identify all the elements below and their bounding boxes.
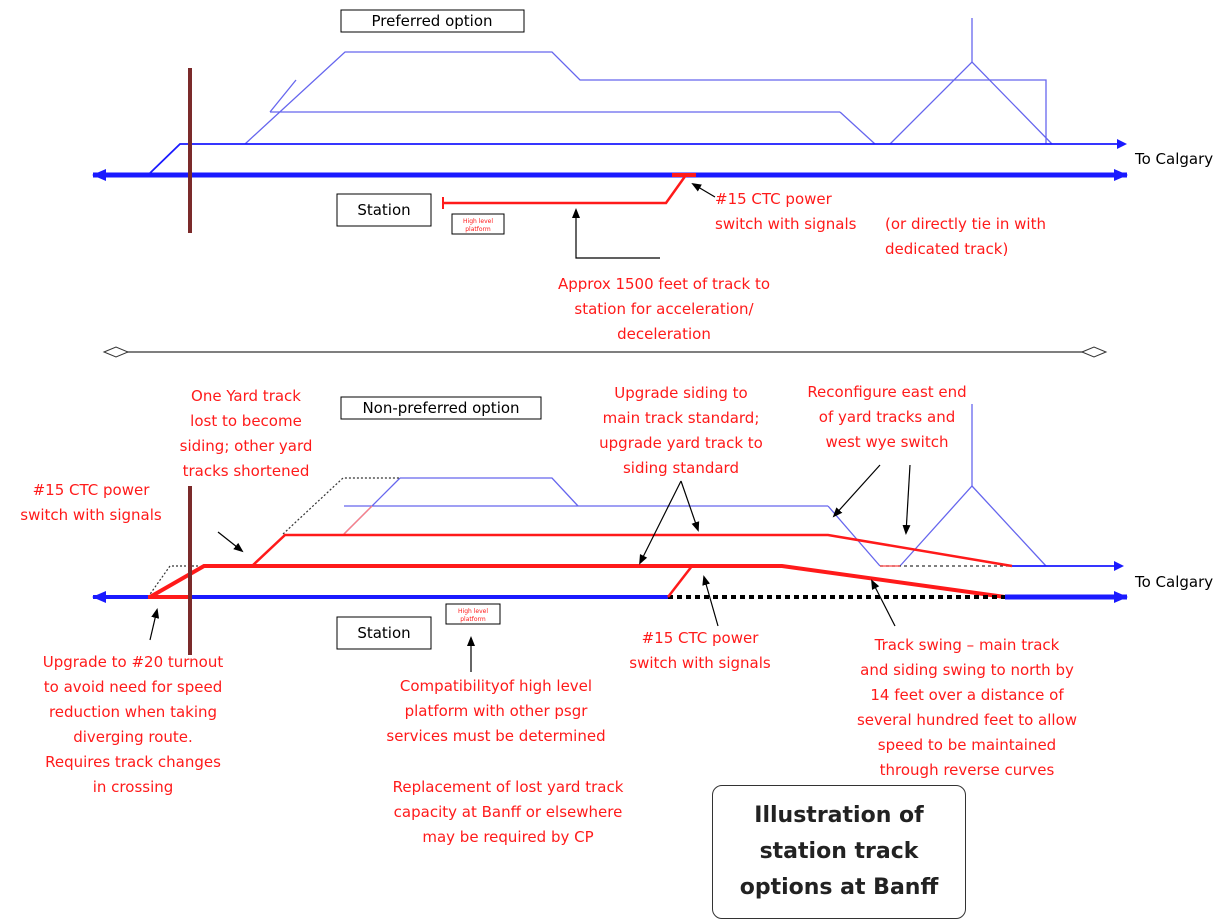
tie-in-note-2: dedicated track) bbox=[885, 240, 1008, 258]
section-divider bbox=[102, 346, 1108, 358]
swing-note-2: and siding swing to north by bbox=[860, 661, 1074, 679]
non-preferred-option-box bbox=[340, 396, 542, 420]
west-switch-note: #15 CTC power bbox=[33, 481, 151, 499]
to-calgary-label: To Calgary bbox=[1134, 150, 1213, 168]
compat-note: Compatibilityof high level bbox=[400, 677, 592, 695]
approach-note-3: deceleration bbox=[617, 325, 711, 343]
reconfigure-note-2: of yard tracks and bbox=[819, 408, 955, 426]
approach-note-2: station for acceleration/ bbox=[574, 300, 754, 318]
replacement-note-2: capacity at Banff or elsewhere bbox=[394, 803, 623, 821]
turnout-note-5: Requires track changes bbox=[45, 753, 221, 771]
turnout-note-3: reduction when taking bbox=[49, 703, 217, 721]
swing-note-4: several hundred feet to allow bbox=[857, 711, 1077, 729]
east-switch bbox=[667, 565, 693, 598]
upgraded-siding bbox=[149, 564, 1006, 599]
west-switch-note-2: switch with signals bbox=[20, 506, 162, 524]
yard-note: One Yard track bbox=[191, 387, 301, 405]
reconfigure-note-3: west wye switch bbox=[826, 433, 949, 451]
upgraded-yard-track bbox=[251, 533, 1013, 568]
platform-label: High level bbox=[463, 218, 493, 225]
platform-label-2: platform bbox=[460, 616, 486, 623]
compat-note-2: platform with other psgr bbox=[405, 702, 589, 720]
swing-note-5: speed to be maintained bbox=[878, 736, 1056, 754]
approach-arrow bbox=[572, 208, 660, 259]
upgrade-siding-note-4: siding standard bbox=[623, 459, 739, 477]
swing-note-6: through reverse curves bbox=[880, 761, 1055, 779]
to-calgary-label: To Calgary bbox=[1134, 573, 1213, 591]
east-switch-note-2: switch with signals bbox=[629, 654, 771, 672]
station-label: Station bbox=[357, 624, 410, 642]
proposed-station-track bbox=[442, 173, 696, 209]
switch-arrow bbox=[691, 182, 716, 198]
platform-box bbox=[451, 213, 505, 235]
siding-track bbox=[147, 139, 1127, 176]
tie-in-note: (or directly tie in with bbox=[885, 215, 1046, 233]
yard-note-2: lost to become bbox=[190, 412, 302, 430]
swing-note-3: 14 feet over a distance of bbox=[870, 686, 1064, 704]
platform-box bbox=[445, 603, 501, 625]
turnout-note-2: to avoid need for speed bbox=[44, 678, 223, 696]
yard-note-4: tracks shortened bbox=[183, 462, 310, 480]
reconfigure-note: Reconfigure east end bbox=[807, 383, 966, 401]
station-label: Station bbox=[357, 201, 410, 219]
non-preferred-option-label: Non-preferred option bbox=[362, 399, 519, 417]
compat-note-3: services must be determined bbox=[386, 727, 605, 745]
platform-label: High level bbox=[458, 608, 488, 615]
turnout-note-4: diverging route. bbox=[73, 728, 193, 746]
replacement-note-3: may be required by CP bbox=[422, 828, 593, 846]
preferred-option-label: Preferred option bbox=[371, 12, 492, 30]
yard-tracks bbox=[147, 404, 1047, 598]
turnout-note-6: in crossing bbox=[93, 778, 174, 796]
preferred-option-diagram: Preferred option Station High bbox=[92, 9, 1213, 343]
station-box bbox=[336, 193, 432, 227]
turnout-note: Upgrade to #20 turnout bbox=[43, 653, 224, 671]
upgrade-siding-note-2: main track standard; bbox=[603, 409, 760, 427]
preferred-option-box bbox=[340, 9, 525, 33]
approach-note: Approx 1500 feet of track to bbox=[558, 275, 770, 293]
annotation-arrows bbox=[149, 464, 911, 672]
platform-label-2: platform bbox=[465, 226, 491, 233]
yard-note-3: siding; other yard bbox=[180, 437, 313, 455]
non-preferred-option-diagram: Non-preferred option bbox=[20, 383, 1213, 846]
upgrade-siding-note-3: upgrade yard track to bbox=[599, 434, 763, 452]
east-switch-note: #15 CTC power bbox=[642, 629, 760, 647]
replacement-note: Replacement of lost yard track bbox=[393, 778, 624, 796]
diagram-title-box: Illustration of station track options at… bbox=[712, 785, 966, 919]
yard-tracks bbox=[244, 18, 1053, 145]
station-box bbox=[336, 616, 432, 650]
swing-note: Track swing – main track bbox=[874, 636, 1060, 654]
switch-note-2: switch with signals bbox=[715, 215, 857, 233]
switch-note: #15 CTC power bbox=[715, 190, 833, 208]
diagram-title: Illustration of station track options at… bbox=[739, 803, 939, 900]
upgrade-siding-note: Upgrade siding to bbox=[614, 384, 747, 402]
